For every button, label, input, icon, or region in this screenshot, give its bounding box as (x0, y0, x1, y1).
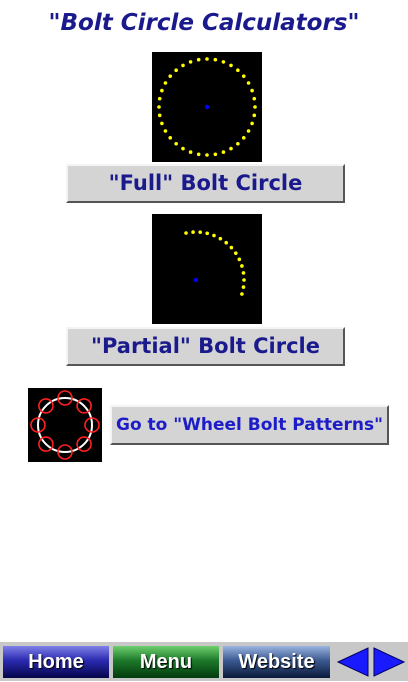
bolt-dot (163, 129, 168, 133)
bolt-dot (246, 129, 251, 133)
bolt-dot (224, 240, 229, 245)
wheel-ring (37, 397, 93, 453)
bolt-hole (38, 436, 54, 452)
bolt-dot (160, 88, 164, 93)
bolt-dot (174, 68, 178, 73)
bolt-dot (241, 271, 246, 275)
partial-bolt-circle-icon (152, 214, 262, 324)
bolt-dot (252, 113, 257, 118)
bolt-dot (229, 146, 233, 151)
bolt-hole (84, 417, 100, 433)
menu-button[interactable]: Menu (113, 646, 219, 678)
full-bolt-circle-icon (152, 52, 262, 162)
bolt-dot (233, 251, 238, 255)
bolt-dot (252, 96, 257, 101)
bolt-dot (229, 63, 233, 68)
bolt-dot (240, 292, 244, 296)
bolt-hole (76, 436, 92, 452)
bolt-dot (229, 245, 234, 250)
bolt-hole (38, 398, 54, 414)
bolt-dot (250, 121, 254, 126)
bolt-hole (57, 444, 73, 460)
arrow-left-icon[interactable] (336, 647, 369, 677)
bolt-dot (174, 141, 178, 146)
partial-bolt-circle-button[interactable]: "Partial" Bolt Circle (66, 327, 345, 366)
bolt-dot (181, 63, 185, 68)
bolt-dot (218, 236, 223, 241)
bolt-dot (250, 88, 254, 93)
bolt-dot (240, 264, 244, 268)
center-dot (204, 104, 210, 110)
bolt-dot (157, 105, 161, 109)
bolt-dot (212, 233, 216, 238)
page-title: "Bolt Circle Calculators" (48, 10, 360, 36)
bolt-dot (205, 231, 210, 236)
bolt-dot (236, 141, 240, 146)
bottom-nav-bar: Home Menu Website (0, 642, 408, 681)
bolt-dot (198, 230, 202, 234)
arrow-right-icon[interactable] (373, 647, 406, 677)
bolt-dot (163, 81, 168, 85)
bolt-dot (168, 136, 173, 140)
bolt-hole (30, 417, 46, 433)
website-button[interactable]: Website (223, 646, 330, 678)
bolt-dot (205, 153, 209, 157)
bolt-dot (221, 150, 226, 154)
bolt-dot (236, 68, 240, 73)
bolt-dot (237, 257, 242, 262)
bolt-dot (241, 136, 246, 140)
bolt-dot (168, 74, 173, 78)
bolt-hole (76, 398, 92, 414)
bolt-dot (242, 278, 246, 282)
bolt-dot (205, 57, 209, 61)
bolt-dot (246, 81, 251, 85)
wheel-bolt-pattern-icon (28, 388, 102, 462)
bolt-dot (188, 60, 193, 64)
bolt-dot (191, 230, 195, 234)
home-button[interactable]: Home (3, 646, 109, 678)
bolt-dot (184, 231, 188, 235)
center-dot (193, 277, 199, 283)
bolt-dot (253, 105, 257, 109)
bolt-dot (157, 96, 162, 101)
bolt-dot (196, 57, 201, 62)
bolt-dot (241, 74, 246, 78)
bolt-hole (57, 390, 73, 406)
page-arrows (336, 646, 406, 678)
bolt-dot (160, 121, 164, 126)
wheel-bolt-patterns-button[interactable]: Go to "Wheel Bolt Patterns" (110, 405, 389, 445)
bolt-dot (213, 152, 218, 157)
bolt-dot (196, 152, 201, 157)
full-bolt-circle-button[interactable]: "Full" Bolt Circle (66, 164, 345, 203)
bolt-dot (157, 113, 162, 118)
bolt-dot (221, 60, 226, 64)
bolt-dot (181, 146, 185, 151)
bolt-dot (213, 57, 218, 62)
bolt-dot (241, 285, 246, 289)
bolt-dot (188, 150, 193, 154)
